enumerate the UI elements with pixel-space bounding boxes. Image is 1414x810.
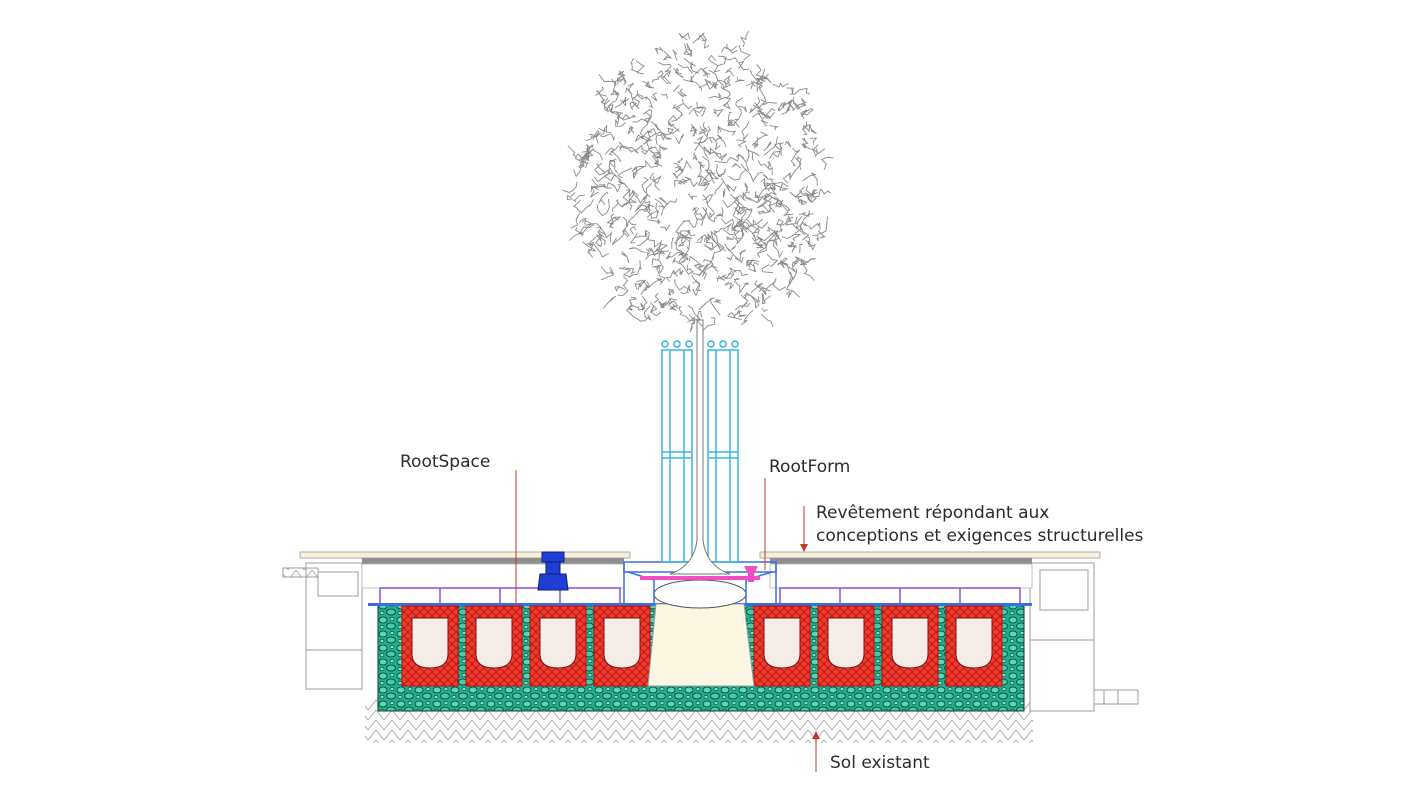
tree-canopy (562, 30, 834, 333)
root-ball-top (653, 579, 747, 609)
rootspace-cell (753, 605, 811, 687)
pavement-arrow (800, 544, 808, 552)
tree-trunk (669, 319, 731, 575)
rootspace-cell (817, 605, 875, 687)
rootspace-cells (401, 605, 1003, 687)
irrigation-inlet (537, 551, 569, 591)
rootspace-cell (401, 605, 459, 687)
label-pavement-line1: Revêtement répondant aux (816, 503, 1050, 523)
label-rootspace: RootSpace (400, 452, 491, 472)
deck-panels (379, 587, 1021, 605)
root-ball (647, 603, 755, 687)
rootspace-cell (529, 605, 587, 687)
tree-guard (661, 340, 739, 563)
rootspace-cell (945, 605, 1003, 687)
left-curb (282, 562, 363, 690)
label-pavement-line2: conceptions et exigences structurelles (816, 526, 1144, 546)
right-curb (1029, 562, 1139, 712)
rootform-connector (744, 566, 758, 582)
label-existing-soil: Sol existant (830, 753, 930, 773)
soil-arrow (812, 731, 820, 739)
pavement-layers (299, 551, 1101, 589)
rootspace-cell (593, 605, 651, 687)
rootspace-cell (881, 605, 939, 687)
label-rootform: RootForm (769, 457, 851, 477)
rootspace-cell (465, 605, 523, 687)
